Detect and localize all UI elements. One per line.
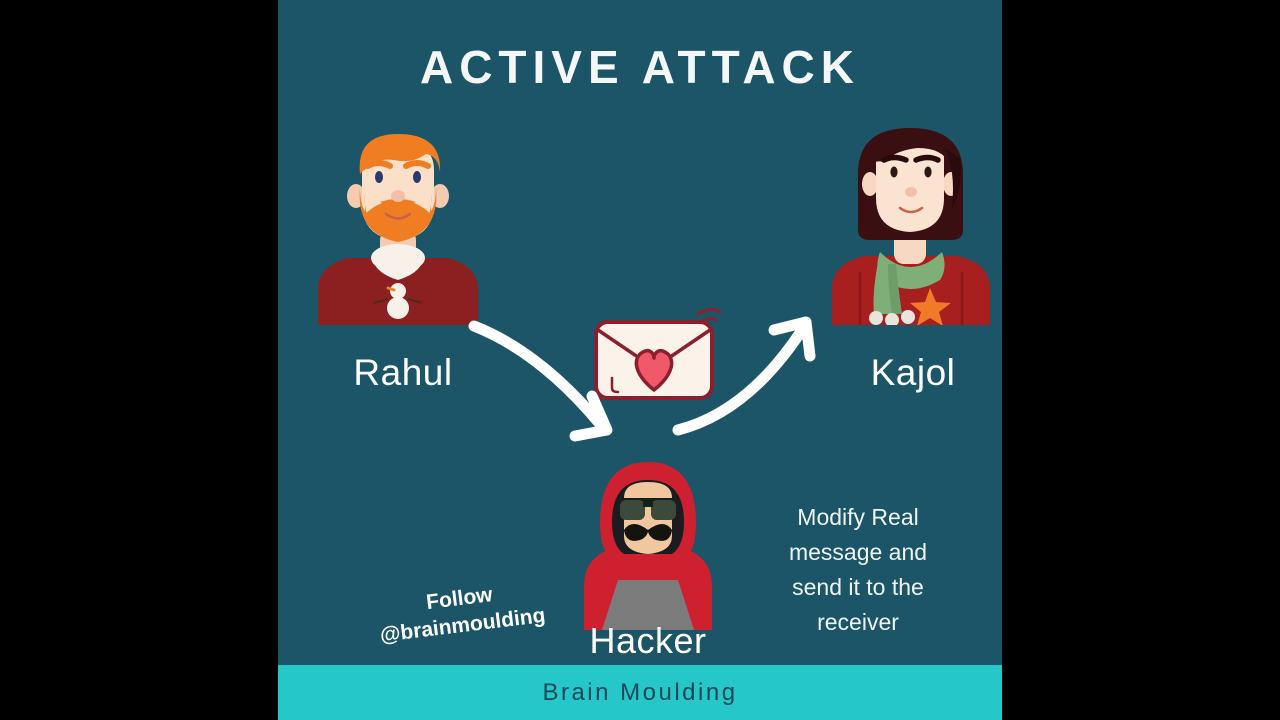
- desc-line-2: message and: [788, 539, 928, 565]
- brand-name: Brain Moulding: [542, 678, 738, 706]
- brand-footer-bar: Brain Moulding: [278, 665, 1002, 720]
- receiver-avatar: [818, 112, 1002, 327]
- letterbox-right: [1002, 0, 1280, 720]
- desc-line-1: Modify Real: [797, 504, 919, 530]
- slide-canvas: ACTIVE ATTACK: [278, 0, 1002, 720]
- attack-description: Modify Real message and send it to the r…: [738, 500, 978, 640]
- receiver-name-label: Kajol: [870, 352, 956, 393]
- star-motif: [910, 288, 951, 326]
- desc-line-3: send it to the: [792, 574, 924, 600]
- sender-avatar: [308, 130, 488, 325]
- attacker-name-label: Hacker: [589, 620, 707, 661]
- page-title: ACTIVE ATTACK: [419, 41, 860, 93]
- attacker-avatar: [578, 450, 718, 630]
- letterbox-left: [0, 0, 278, 720]
- love-letter-envelope-icon: [582, 306, 732, 411]
- sender-name-label: Rahul: [353, 352, 453, 393]
- desc-line-4: receiver: [817, 609, 899, 635]
- follow-callout: Follow @brainmoulding: [344, 571, 579, 653]
- snowman-motif: [373, 283, 423, 319]
